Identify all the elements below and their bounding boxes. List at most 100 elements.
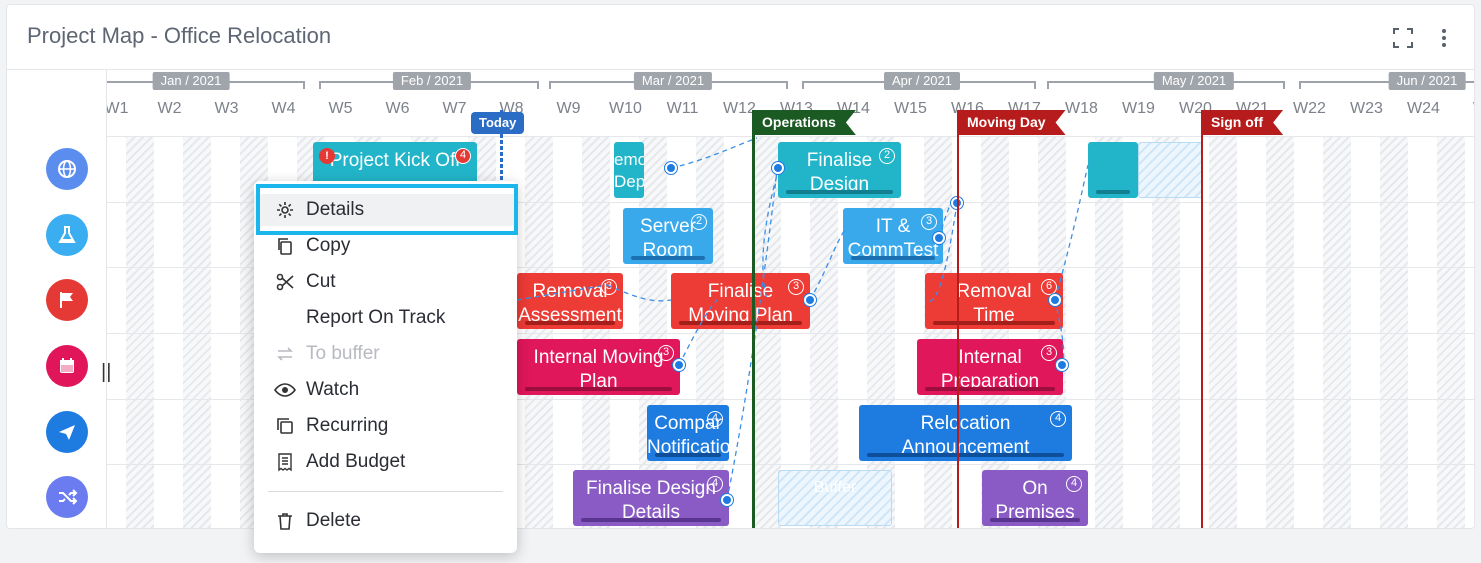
week-label: W10 <box>609 100 642 117</box>
timeline: || Jan / 2021 <box>7 69 1474 528</box>
menu-item-delete[interactable]: Delete <box>254 505 517 537</box>
shuffle-icon[interactable] <box>46 476 88 518</box>
week-label: W2 <box>157 100 182 117</box>
operations-flag[interactable]: Operations <box>752 110 856 135</box>
page-title: Project Map - Office Relocation <box>27 23 332 48</box>
drag-handle-icon[interactable]: || <box>101 361 112 383</box>
week-label: W6 <box>385 100 410 117</box>
menu-item-add-budget[interactable]: Add Budget <box>254 446 517 478</box>
flask-icon[interactable] <box>46 214 88 256</box>
menu-item-copy[interactable]: Copy <box>254 230 517 262</box>
count-badge: 4 <box>455 148 471 164</box>
menu-item-details[interactable]: Details <box>254 194 517 226</box>
menu-item-cut[interactable]: Cut <box>254 266 517 298</box>
week-label: W4 <box>271 100 296 117</box>
count-badge: 4 <box>707 476 723 492</box>
menu-item-recurring[interactable]: Recurring <box>254 410 517 442</box>
link-dot[interactable] <box>721 494 733 506</box>
week-label: W <box>1452 100 1474 118</box>
moving-day-flag[interactable]: Moving Day <box>957 110 1066 135</box>
task-row1-end[interactable] <box>1088 142 1138 198</box>
task-label: Buffer <box>813 479 857 496</box>
week-label: W11 <box>666 100 699 117</box>
link-dot[interactable] <box>665 162 677 174</box>
globe-icon[interactable] <box>46 148 88 190</box>
link-dot[interactable] <box>673 359 685 371</box>
task-row1-buffer[interactable] <box>1138 142 1203 198</box>
recurring-icon <box>254 416 306 436</box>
menu-item-watch[interactable]: Watch <box>254 374 517 406</box>
week-label: W12 <box>723 100 756 117</box>
gear-icon <box>254 200 306 220</box>
link-dot[interactable] <box>1056 359 1068 371</box>
month-jun: Jun / 2021 <box>1299 70 1474 92</box>
week-label: W5 <box>328 100 353 117</box>
menu-item-to-buffer[interactable]: To buffer <box>254 338 517 370</box>
week-label: W15 <box>894 100 927 117</box>
count-badge: 3 <box>921 214 937 230</box>
week-label: W7 <box>442 100 467 117</box>
flag-icon[interactable] <box>46 279 88 321</box>
count-badge: 2 <box>691 214 707 230</box>
copy-icon <box>254 236 306 256</box>
more-vert-icon[interactable] <box>1431 25 1457 51</box>
menu-item-report-on-track[interactable]: Report On Track <box>306 307 446 328</box>
count-badge: 6 <box>1041 279 1057 295</box>
link-dot[interactable] <box>804 294 816 306</box>
project-map-card: Project Map - Office Relocation <box>6 4 1475 529</box>
task-label: ComparNotifications <box>647 413 729 458</box>
today-marker[interactable]: Today <box>471 112 525 134</box>
task-label: emovDepe <box>614 150 644 191</box>
details-highlight <box>256 184 518 235</box>
operations-line <box>752 110 755 528</box>
month-may: May / 2021 <box>1047 70 1285 92</box>
count-badge: 2 <box>879 148 895 164</box>
month-jan: Jan / 2021 <box>107 70 305 92</box>
task-remove-dependencies[interactable]: emovDepe <box>614 142 644 198</box>
link-dot[interactable] <box>772 162 784 174</box>
task-label: IT &CommTest <box>847 216 939 261</box>
count-badge: 3 <box>1041 345 1057 361</box>
week-label: W22 <box>1293 100 1326 117</box>
task-it-comms-test[interactable]: IT &CommTest 3 <box>843 208 943 264</box>
fullscreen-icon[interactable] <box>1390 25 1416 51</box>
count-badge: 3 <box>788 279 804 295</box>
eye-icon <box>254 380 306 400</box>
month-mar: Mar / 2021 <box>549 70 788 92</box>
link-dot[interactable] <box>1049 294 1061 306</box>
count-badge: 4 <box>707 411 723 427</box>
task-company-notifications[interactable]: ComparNotifications 4 <box>647 405 729 461</box>
week-label: W18 <box>1065 100 1098 117</box>
budget-icon <box>254 452 306 472</box>
task-buffer[interactable]: Buffer <box>778 470 892 526</box>
week-label: W19 <box>1122 100 1155 117</box>
month-feb: Feb / 2021 <box>319 70 539 92</box>
row-icons-column <box>7 70 107 528</box>
week-label: W3 <box>214 100 239 117</box>
send-icon[interactable] <box>46 411 88 453</box>
card-header: Project Map - Office Relocation <box>7 5 1474 69</box>
moving-day-line <box>957 110 959 528</box>
scissors-icon <box>254 272 306 292</box>
sign-off-flag[interactable]: Sign off <box>1201 110 1283 135</box>
count-badge: 4 <box>1050 411 1066 427</box>
calendar-icon[interactable] <box>46 345 88 387</box>
link-dot[interactable] <box>933 232 945 244</box>
